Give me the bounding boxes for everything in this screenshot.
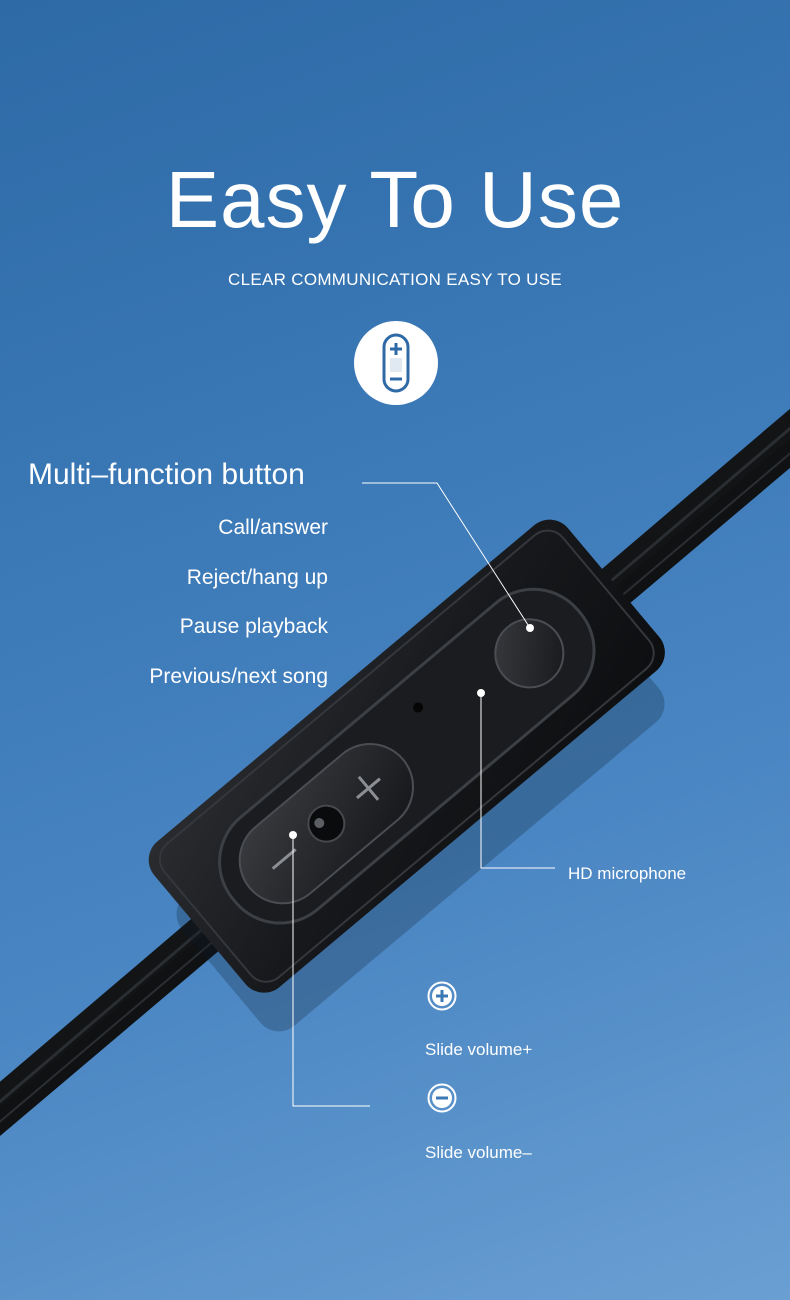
page-title: Easy To Use	[165, 155, 625, 244]
volume-down-label: Slide volume–	[425, 1143, 532, 1162]
remote-body	[148, 519, 665, 993]
hd-microphone-label: HD microphone	[568, 864, 687, 883]
function-call-answer: Call/answer	[218, 516, 328, 539]
plus-circle-icon	[427, 981, 457, 1011]
minus-circle-icon	[427, 1083, 457, 1113]
page-subtitle: CLEAR COMMUNICATION EASY TO USE	[228, 270, 562, 289]
volume-up-label: Slide volume+	[425, 1040, 533, 1059]
function-pause-playback: Pause playback	[179, 615, 328, 638]
function-reject-hang-up: Reject/hang up	[186, 566, 328, 589]
callout-lines	[292, 482, 555, 1107]
multi-function-title: Multi–function button	[28, 458, 305, 491]
callout-dots	[289, 624, 534, 839]
remote-badge	[354, 321, 438, 405]
remote-control-icon	[382, 333, 410, 393]
function-previous-next-song: Previous/next song	[149, 665, 328, 688]
